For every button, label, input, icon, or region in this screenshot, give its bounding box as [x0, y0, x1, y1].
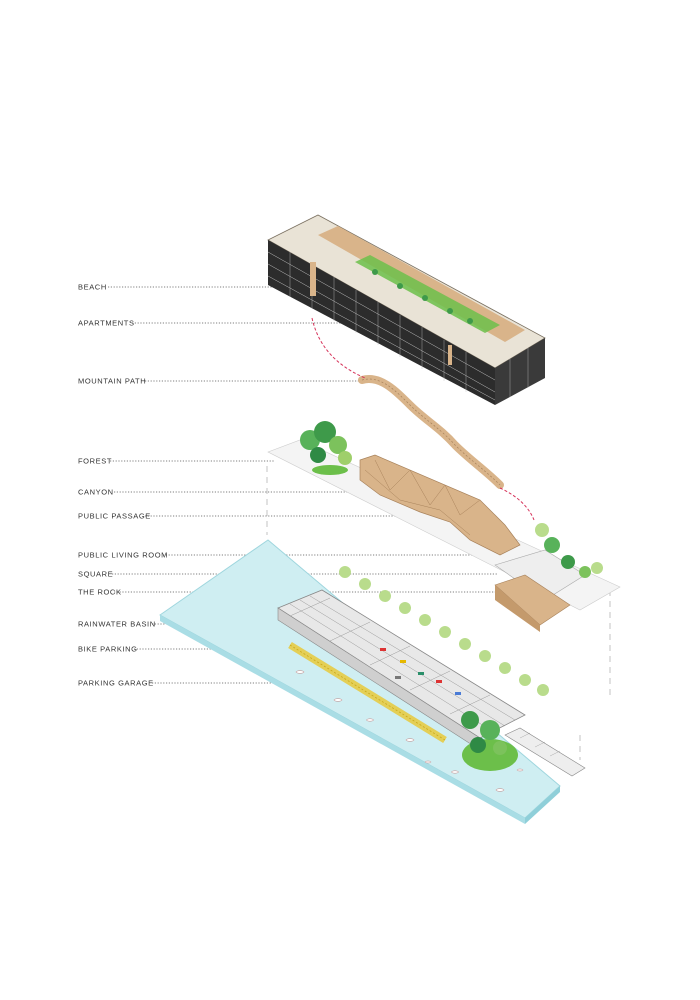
label-parking-garage: PARKING GARAGE: [78, 678, 154, 688]
label-rainwater-basin: RAINWATER BASIN: [78, 619, 156, 629]
label-mountain-path: MOUNTAIN PATH: [78, 376, 147, 386]
rock-island: [461, 711, 518, 771]
label-public-living-room: PUBLIC LIVING ROOM: [78, 550, 168, 560]
vertical-guides: [266, 466, 611, 760]
label-the-rock: THE ROCK: [78, 587, 122, 597]
tree-row: [339, 566, 549, 696]
label-forest: FOREST: [78, 456, 113, 466]
label-beach: BEACH: [78, 282, 107, 292]
label-apartments: APARTMENTS: [78, 318, 135, 328]
bike-parking-layer: [288, 642, 447, 743]
label-public-passage: PUBLIC PASSAGE: [78, 511, 151, 521]
label-bike-parking: BIKE PARKING: [78, 644, 138, 654]
label-square: SQUARE: [78, 569, 114, 579]
apartments-building-layer: [267, 214, 546, 405]
ground-plane-layer: [267, 421, 621, 632]
water-basin-layer: [159, 539, 561, 824]
label-canyon: CANYON: [78, 487, 114, 497]
mountain-path-layer: [358, 375, 504, 489]
